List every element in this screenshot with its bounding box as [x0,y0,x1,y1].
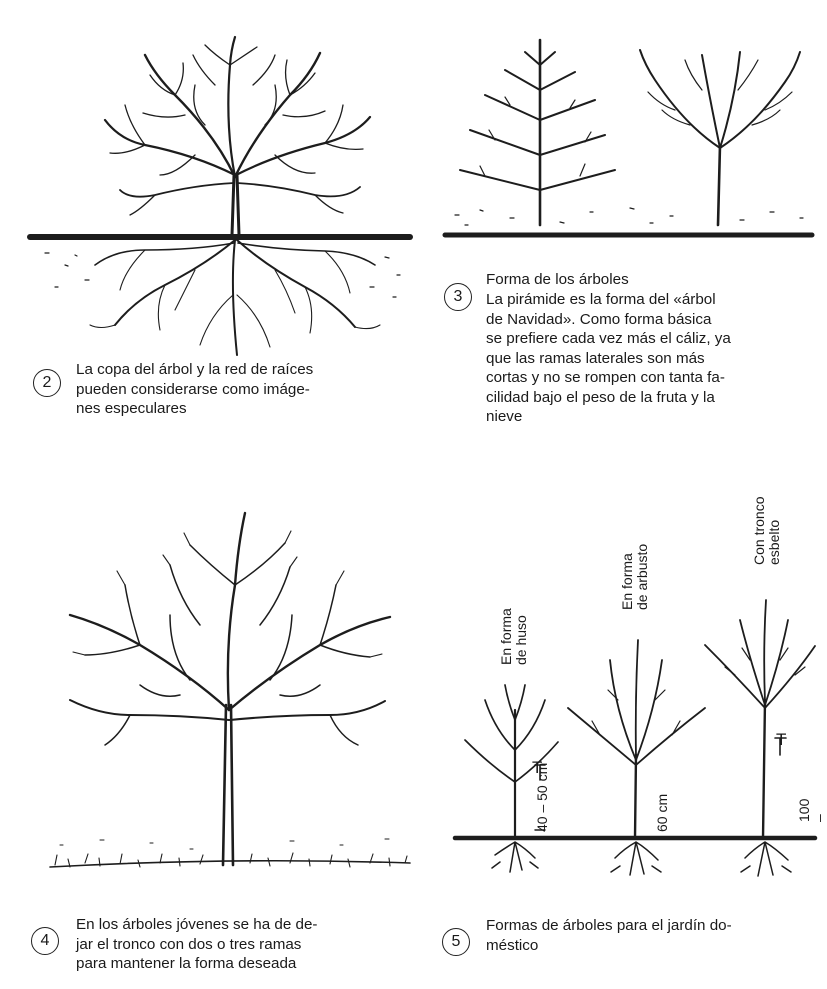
form-label-standard: Con tronco esbelto [752,497,782,565]
figure-4-illustration [40,505,415,890]
figure-2-number: 2 [33,369,61,397]
figure-3-caption: La pirámide es la forma del «árbol de Na… [486,290,731,427]
trunk-marker-standard: T [776,730,786,750]
form-label-bush: En forma de arbusto [620,544,650,610]
figure-2-illustration [25,25,415,365]
figure-5-caption: Formas de árboles para el jardín do- més… [486,916,732,955]
figure-2-caption: La copa del árbol y la red de raíces pue… [76,360,313,419]
height-label-bush: 60 cm [655,794,670,832]
figure-4-caption: En los árboles jóvenes se ha de de- jar … [76,915,317,974]
figure-3-number: 3 [444,283,472,311]
trunk-marker-spindle: T [532,758,542,778]
figure-5-number: 5 [442,928,470,956]
figure-4-number: 4 [31,927,59,955]
figure-3-title: Forma de los árboles [486,270,629,290]
figure-3-illustration [440,30,820,250]
form-label-spindle: En forma de huso [499,608,529,665]
height-label-standard: 100 – 120 cm [797,792,827,822]
